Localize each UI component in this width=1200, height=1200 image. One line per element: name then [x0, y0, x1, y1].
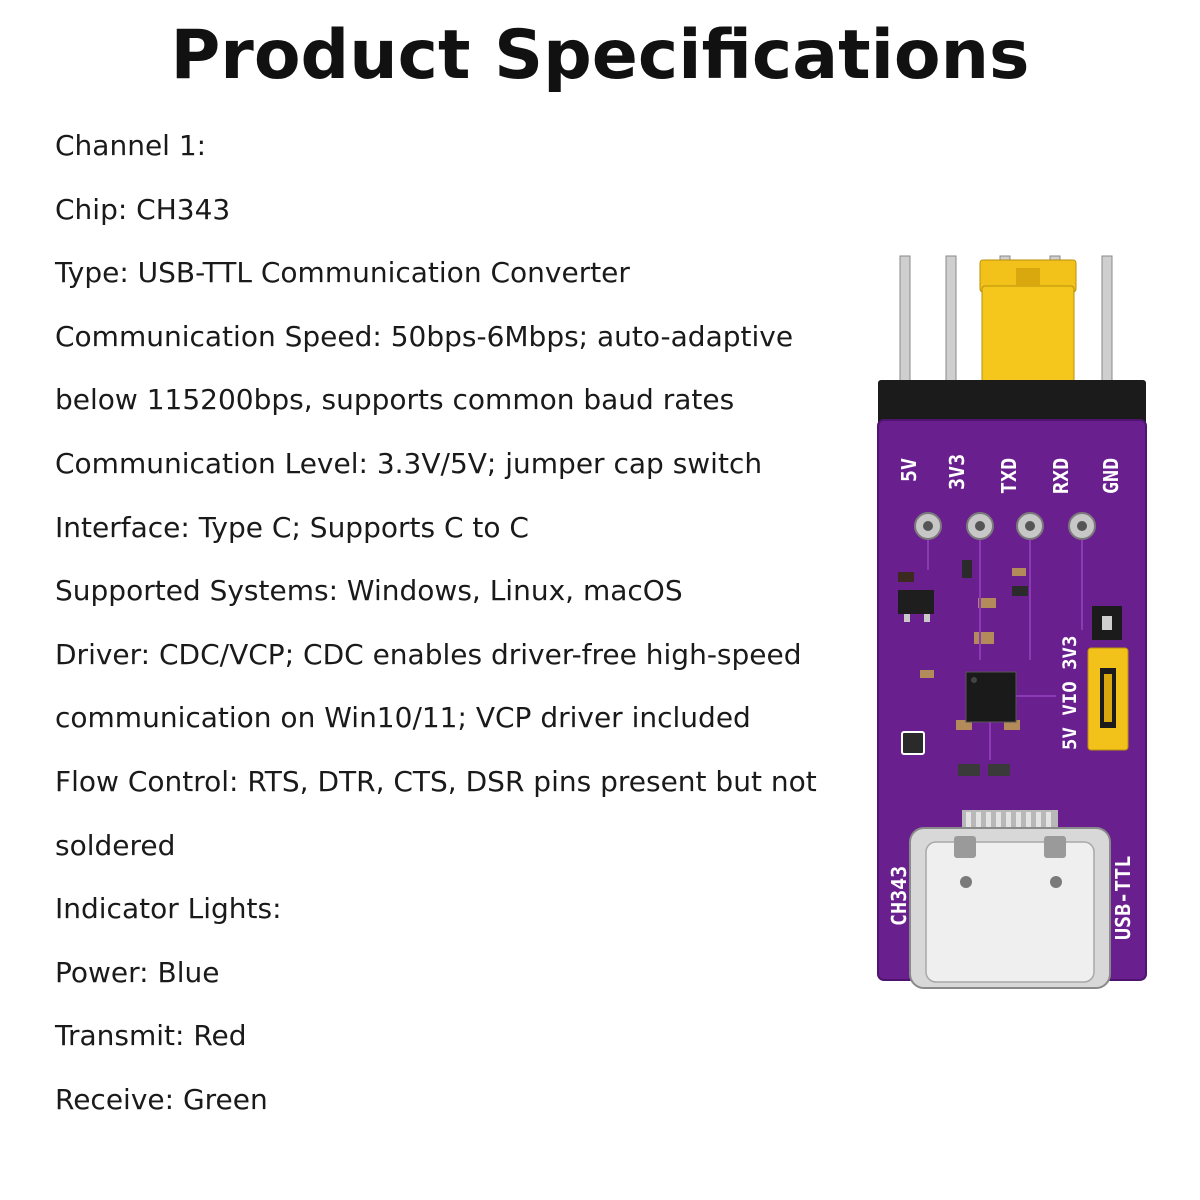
spec-line: Communication Speed: 50bps-6Mbps; auto-a… — [55, 319, 794, 353]
ch343-chip — [965, 671, 1017, 723]
spec-line: Transmit: Red — [55, 1019, 247, 1053]
pin-label-3v3: 3V3 — [945, 454, 969, 490]
spec-line: Chip: CH343 — [55, 192, 231, 226]
spec-line: Driver: CDC/VCP; CDC enables driver-free… — [55, 637, 802, 671]
spec-line: Communication Level: 3.3V/5V; jumper cap… — [55, 446, 763, 480]
pin-label-txd: TXD — [997, 458, 1021, 494]
usb-ttl-board-image: 5V 3V3 TXD RXD GND — [866, 250, 1156, 990]
spec-list: Channel 1: Chip: CH343 Type: USB-TTL Com… — [55, 118, 855, 1136]
jumper-label: 5V VIO 3V3 — [1059, 636, 1081, 750]
page-title: Product Specifications — [170, 16, 1030, 95]
pin-label-5v: 5V — [897, 458, 921, 482]
spec-line: Indicator Lights: — [55, 892, 282, 926]
pcb-traces — [927, 540, 1083, 760]
level-jumper — [1087, 606, 1129, 751]
spec-line: Flow Control: RTS, DTR, CTS, DSR pins pr… — [55, 764, 817, 798]
spec-line: below 115200bps, supports common baud ra… — [55, 383, 735, 417]
product-label: USB-TTL — [1111, 856, 1135, 940]
pin-label-group: 5V 3V3 TXD RXD GND — [897, 454, 1123, 494]
spec-line: Power: Blue — [55, 955, 220, 989]
spec-line: Channel 1: — [55, 129, 207, 162]
usb-type-c-connector — [909, 810, 1111, 989]
spec-line: Receive: Green — [55, 1082, 268, 1116]
pin-label-gnd: GND — [1099, 458, 1123, 494]
spec-line: communication on Win10/11; VCP driver in… — [55, 701, 751, 735]
spec-line: Type: USB-TTL Communication Converter — [55, 256, 630, 290]
spec-line: Interface: Type C; Supports C to C — [55, 510, 529, 544]
chip-label: CH343 — [887, 866, 911, 926]
pin-header-base — [878, 380, 1146, 430]
led-indicator — [901, 731, 925, 755]
solder-pads — [914, 512, 1096, 540]
spec-line: Supported Systems: Windows, Linux, macOS — [55, 574, 683, 608]
board-illustration: 5V 3V3 TXD RXD GND — [877, 255, 1147, 989]
pin-label-rxd: RXD — [1049, 458, 1073, 494]
spec-line: soldered — [55, 828, 176, 862]
top-jumper-cap — [979, 259, 1077, 383]
